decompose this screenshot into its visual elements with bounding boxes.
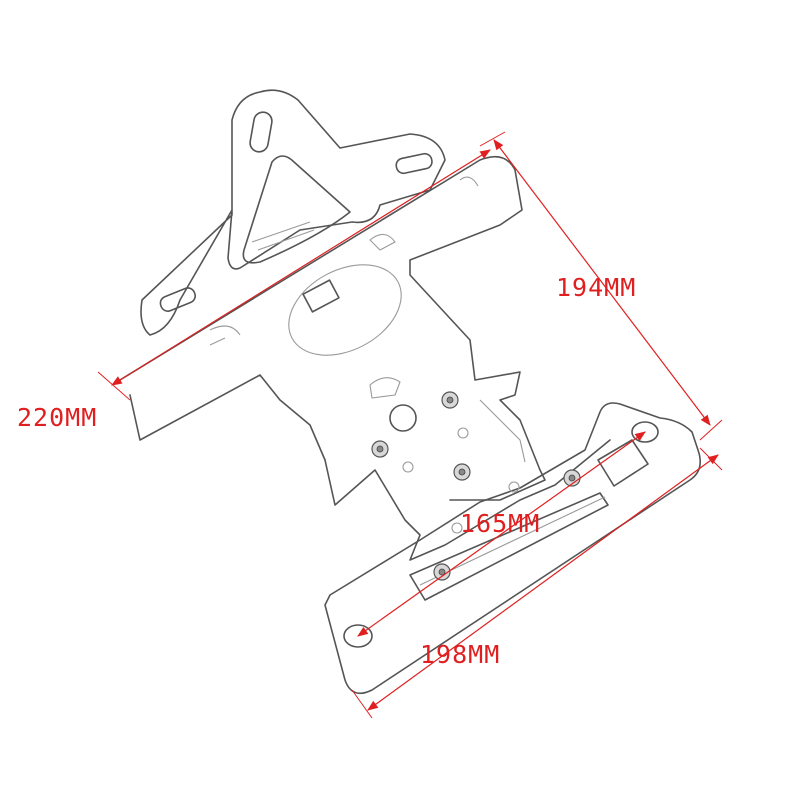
center-tab [369, 377, 401, 399]
dimension-annotations: 220MM 194MM 165MM 198MM [17, 131, 723, 719]
bolt-icon [371, 440, 389, 458]
dim-line-height-side [493, 139, 711, 426]
top-slot-right [395, 152, 433, 175]
arm-hook-left [209, 325, 241, 346]
lower-plate-oval [597, 439, 649, 487]
dim-line-width-bottom [367, 454, 719, 711]
upper-arm [119, 155, 546, 501]
top-mount-plate [140, 89, 446, 336]
center-hole [389, 404, 417, 432]
dim-ext-width-top-left [97, 371, 131, 401]
dim-ext-width-bottom-right [699, 447, 723, 471]
bolt-icon [441, 391, 459, 409]
dim-label-bolt-spacing: 165MM [460, 509, 540, 538]
dim-label-height-side: 194MM [556, 273, 636, 302]
bracket-outline [119, 89, 701, 695]
top-slot-bottom [159, 287, 196, 312]
dim-line-width-top [111, 149, 491, 386]
upper-arm-lower-edge [129, 374, 326, 461]
rivet-strip [251, 221, 315, 251]
arm-hook-mid [369, 233, 396, 251]
rivet [457, 427, 469, 439]
dim-ext-height-top [479, 131, 506, 147]
center-fold [479, 399, 526, 463]
rivet [402, 461, 414, 473]
arm-hook-right [459, 176, 479, 187]
top-slot-left [249, 111, 273, 153]
dim-ext-width-bottom-left [351, 689, 373, 719]
dim-label-width-bottom: 198MM [420, 640, 500, 669]
arm-square-cutout [302, 279, 340, 313]
bolt-icon [453, 463, 471, 481]
arm-recess [288, 264, 402, 356]
dim-ext-height-bottom [699, 419, 723, 441]
dim-label-width-top: 220MM [17, 403, 97, 432]
